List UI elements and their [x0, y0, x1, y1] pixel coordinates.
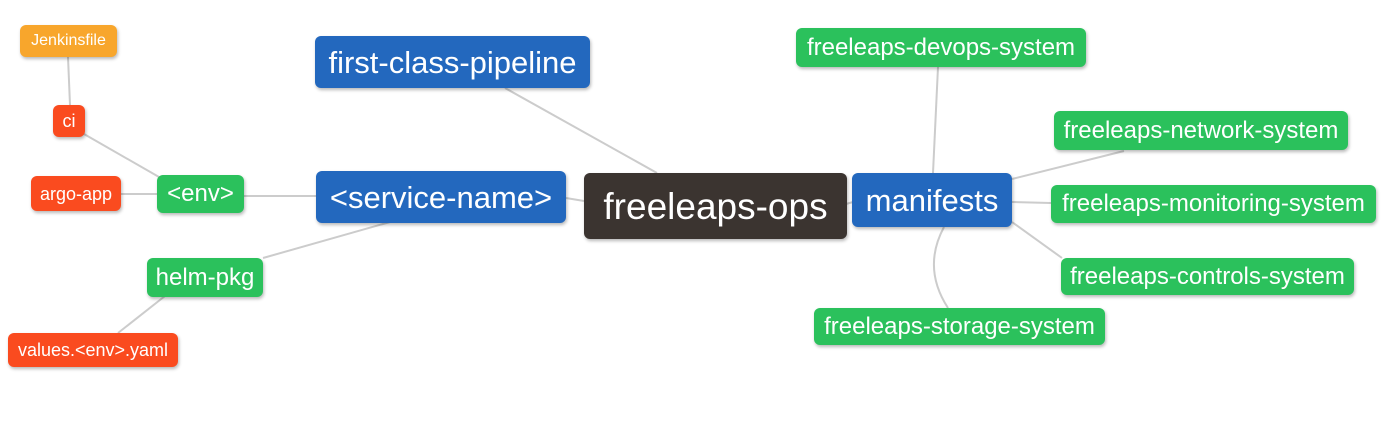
node-monitoring-system[interactable]: freeleaps-monitoring-system [1051, 185, 1376, 223]
edge-manifests-devops [932, 66, 939, 174]
node-first-class-pipeline[interactable]: first-class-pipeline [315, 36, 590, 88]
node-ci[interactable]: ci [53, 105, 85, 137]
edge-helm-pkg-service-name [262, 221, 391, 259]
node-freeleaps-ops[interactable]: freeleaps-ops [584, 173, 847, 239]
edge-manifests-network [1011, 150, 1125, 180]
node-helm-pkg[interactable]: helm-pkg [147, 258, 263, 297]
node-controls-system[interactable]: freeleaps-controls-system [1061, 258, 1354, 295]
node-argo-app[interactable]: argo-app [31, 176, 121, 211]
node-storage-system[interactable]: freeleaps-storage-system [814, 308, 1105, 345]
edge-ops-manifests [845, 201, 854, 205]
node-manifests[interactable]: manifests [852, 173, 1012, 227]
edge-manifests-monitoring [1011, 201, 1052, 204]
node-jenkinsfile[interactable]: Jenkinsfile [20, 25, 117, 57]
edge-manifests-controls [1011, 221, 1063, 259]
node-service-name[interactable]: <service-name> [316, 171, 566, 223]
edge-pipeline-ops [504, 87, 658, 174]
edge-service-name-ops [565, 197, 585, 202]
node-values-env-yaml[interactable]: values.<env>.yaml [8, 333, 178, 367]
node-network-system[interactable]: freeleaps-network-system [1054, 111, 1348, 150]
edge-manifests-storage [933, 226, 949, 309]
node-devops-system[interactable]: freeleaps-devops-system [796, 28, 1086, 67]
edge-jenkinsfile-ci [67, 56, 71, 106]
edge-values-helm-pkg [117, 295, 166, 334]
node-env[interactable]: <env> [157, 175, 244, 213]
edge-ci-env [83, 133, 160, 178]
